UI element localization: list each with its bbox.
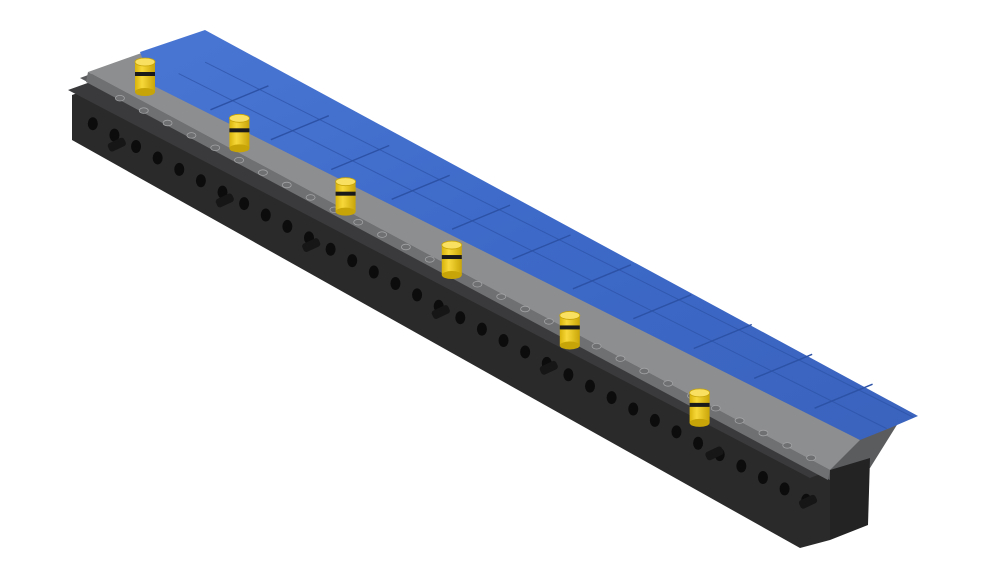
technic-pin — [107, 137, 126, 152]
beam-hole — [757, 470, 768, 484]
stud — [258, 169, 268, 176]
stud — [162, 119, 173, 127]
beam-hole — [368, 265, 379, 279]
tile-seam — [814, 383, 873, 409]
tile-row-seam — [204, 61, 914, 418]
tile-seams — [178, 61, 914, 430]
tile-seam — [451, 204, 511, 230]
beam-hole — [282, 219, 293, 233]
stud — [544, 318, 554, 325]
stud — [353, 218, 364, 226]
beam-hole — [174, 162, 185, 176]
technic-pin — [302, 238, 321, 252]
beam-hole — [152, 151, 163, 165]
beam-hole — [585, 379, 596, 393]
beam-end — [830, 458, 870, 540]
stud — [615, 355, 626, 362]
beam-hole — [649, 413, 660, 427]
tile-seam — [633, 294, 692, 320]
beam-hole — [412, 288, 423, 302]
bollard — [228, 113, 250, 153]
beam-hole — [476, 322, 487, 336]
technic-pin — [539, 360, 558, 375]
stud — [281, 181, 292, 189]
stud — [234, 156, 244, 164]
bollard — [335, 177, 357, 216]
tile-row-seam — [178, 73, 887, 430]
beam-hole — [239, 197, 250, 211]
beam-hole — [390, 276, 401, 290]
bollard — [689, 388, 710, 427]
stud — [401, 243, 411, 251]
beam-hole — [563, 368, 574, 382]
stud — [758, 429, 769, 437]
beam-hole — [606, 391, 617, 405]
technic-pin — [798, 494, 818, 509]
technic-pin — [705, 446, 724, 461]
stud — [424, 256, 435, 263]
stud — [377, 231, 387, 238]
bollards — [134, 57, 710, 427]
bollard — [559, 311, 581, 350]
beam-hole — [325, 242, 336, 256]
technic-pin — [431, 305, 450, 319]
stud — [210, 144, 221, 151]
stud — [591, 343, 602, 350]
technic-pin — [215, 193, 234, 208]
tile-seam — [210, 85, 269, 111]
stud — [782, 442, 793, 449]
beam-hole — [520, 345, 531, 359]
beam-hole — [628, 402, 639, 416]
beam-hole — [736, 459, 747, 473]
beam-hole — [87, 117, 98, 131]
tile-seam — [391, 174, 450, 200]
bollard — [441, 240, 463, 280]
stud — [710, 405, 721, 412]
tile-seam — [512, 234, 571, 260]
tile-seam — [572, 264, 632, 290]
beam-hole — [671, 425, 682, 439]
stud — [496, 293, 507, 300]
stud — [472, 281, 483, 288]
beam-hole — [693, 436, 704, 450]
stud — [138, 107, 149, 114]
beam-hole — [779, 482, 790, 496]
stud — [734, 417, 745, 424]
beam-side — [72, 85, 830, 548]
technic-pins — [107, 137, 818, 509]
stud — [806, 454, 816, 461]
stud — [663, 380, 673, 387]
beam-hole — [260, 208, 271, 222]
beam-hole — [455, 311, 466, 325]
stud — [520, 305, 530, 313]
stud — [305, 194, 316, 201]
water-tiles — [140, 30, 918, 440]
tile-seam — [753, 353, 813, 379]
beam-hole — [109, 128, 120, 142]
walkway — [88, 50, 860, 470]
beam-hole — [131, 140, 142, 154]
stud — [639, 367, 650, 375]
beam-hole — [347, 254, 358, 268]
beam-hole — [195, 174, 206, 188]
stud — [115, 94, 125, 102]
beam-hole — [498, 334, 509, 348]
tile-seam — [693, 323, 753, 350]
stud — [186, 132, 197, 139]
bollard — [134, 57, 156, 96]
